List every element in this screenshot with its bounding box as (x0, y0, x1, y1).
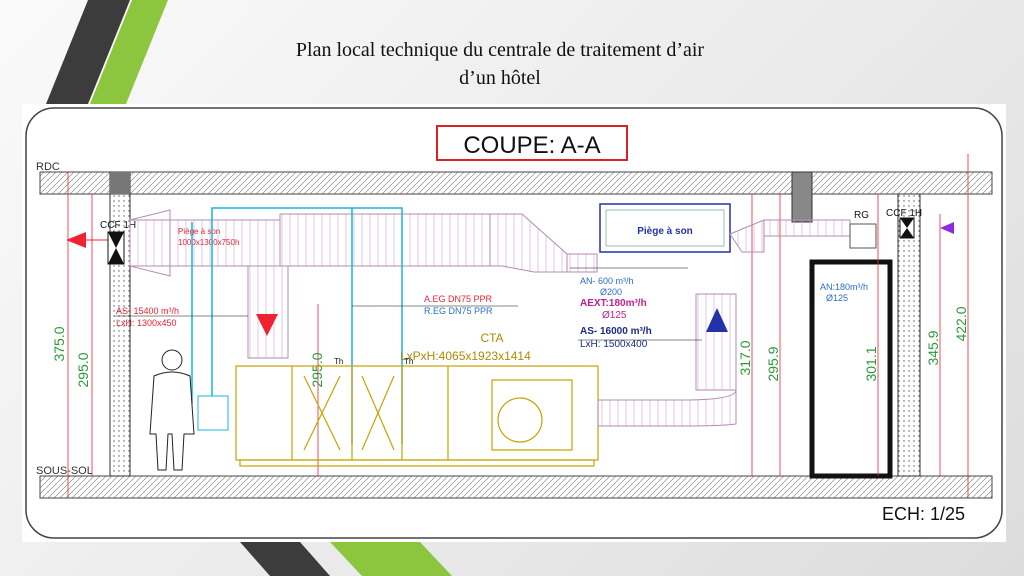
thermostat-2: Th (404, 357, 413, 366)
deco-bar-green-bottom (330, 542, 452, 576)
silencer-left-label: Piège à son (178, 227, 220, 236)
cooling-coil-box (197, 395, 229, 431)
exhaust-duct-right (763, 219, 851, 237)
damper-bowtie-icon (108, 232, 124, 264)
duct-bend-upper (489, 213, 568, 273)
dim-295-left: 295.0 (75, 352, 91, 387)
silencer-left-dims: 1000x1300x750h (178, 238, 239, 247)
section-drawing: COUPE: A-A RDC SOUS-SOL 375.0 295.0 295.… (25, 107, 1003, 539)
fresh-air-silencer (129, 219, 281, 267)
deco-bar-dark-top (46, 0, 130, 104)
thermostat-1: Th (334, 357, 343, 366)
an-right-flow: AN:180m³/h (820, 282, 868, 292)
dim-345-9: 345.9 (925, 330, 941, 365)
deco-bar-dark-bottom (240, 542, 330, 576)
main-duct-upper (279, 213, 491, 267)
supply-riser (695, 293, 737, 391)
sheet-border (25, 107, 1003, 539)
exhaust-bend (729, 219, 765, 253)
level-rdc: RDC (36, 161, 60, 173)
dimension-lines (67, 154, 969, 498)
silencer-taper (129, 209, 171, 277)
ahu-dims: LxPxH:4065x1923x1414 (400, 349, 531, 363)
silencer-top-label: Piège à son (637, 226, 693, 237)
drawing-frame: COUPE: A-A RDC SOUS-SOL 375.0 295.0 295.… (22, 104, 1006, 542)
grille-right-label: RG (854, 210, 869, 221)
pipe-aeg-label: A.EG DN75 PPR (424, 294, 493, 304)
left-wall-top (110, 172, 130, 194)
as-flow: AS- 16000 m³/h (580, 326, 652, 337)
vertical-drop-duct (247, 265, 289, 359)
supply-elbow (597, 389, 737, 427)
fresh-air-flow: AS- 15400 m³/h (116, 306, 179, 316)
dim-317: 317.0 (737, 340, 753, 375)
an-right-diameter: Ø125 (826, 293, 848, 303)
aext-diameter: Ø125 (602, 310, 627, 321)
deco-bar-green-top (90, 0, 168, 104)
upflow-arrow-icon (706, 308, 728, 332)
right-outer-wall (897, 193, 921, 477)
person-figure-icon (149, 349, 195, 471)
section-title: COUPE: A-A (463, 132, 600, 159)
pipe-reg-label: R.EG DN75 PPR (424, 306, 493, 316)
as-dims: LxH: 1500x400 (580, 339, 648, 350)
section-title-box (436, 125, 628, 161)
dim-295-mid: 295.0 (309, 352, 325, 387)
slide-title-line1: Plan local technique du centrale de trai… (295, 39, 705, 61)
fire-damper-right-label: CCF 1H (886, 208, 922, 219)
drawing-scale: ECH: 1/25 (882, 504, 965, 524)
level-sous-sol: SOUS-SOL (36, 465, 93, 477)
downflow-arrow-icon (256, 314, 278, 336)
ahu-name: CTA (480, 331, 503, 345)
air-handling-unit (235, 365, 599, 467)
grille-right (849, 223, 877, 249)
duct-to-ahu-outlet (566, 253, 598, 273)
dim-422-0: 422.0 (953, 306, 969, 341)
silencer-top (599, 203, 731, 253)
exhaust-arrow-icon (940, 222, 954, 234)
aext-flow: AEXT:180m³/h (580, 298, 647, 309)
door-frame (809, 259, 893, 479)
damper-bowtie-icon-right (900, 218, 914, 238)
silencer-top-inner (605, 209, 725, 247)
an-diameter: Ø200 (600, 287, 622, 297)
floor-slab (39, 475, 993, 499)
intake-arrow-icon (66, 232, 86, 248)
slide-title: Plan local technique du centrale de trai… (200, 36, 800, 92)
fresh-air-dims: LxH: 1300x450 (116, 318, 177, 328)
an-flow: AN- 600 m³/h (580, 276, 634, 286)
dim-301-1: 301.1 (863, 346, 879, 381)
ceiling-slab (39, 171, 993, 195)
fire-damper-left-label: CCF 1H (100, 220, 136, 231)
dim-295-9: 295.9 (765, 346, 781, 381)
right-wall-column (791, 171, 813, 223)
slide-title-line2: d’un hôtel (459, 67, 541, 89)
dim-375: 375.0 (51, 326, 67, 361)
